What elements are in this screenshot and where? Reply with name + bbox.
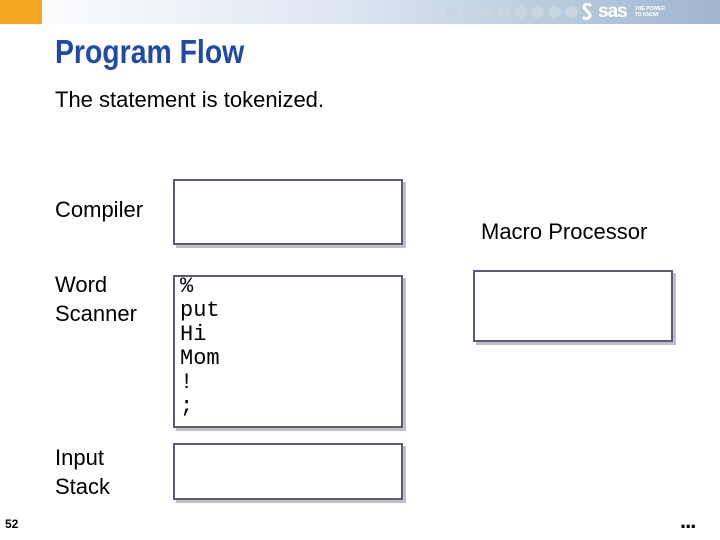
token: Mom bbox=[180, 346, 220, 371]
header-dots-decoration bbox=[446, 6, 578, 18]
continuation-ellipsis: ... bbox=[680, 508, 696, 533]
macro-processor-label: Macro Processor bbox=[481, 219, 648, 244]
header-dot bbox=[565, 6, 578, 18]
sas-wordmark: sas bbox=[598, 1, 628, 22]
slide-subtitle: The statement is tokenized. bbox=[55, 87, 325, 112]
token: % bbox=[180, 274, 194, 299]
word-scanner-box bbox=[173, 275, 403, 428]
header-dot bbox=[463, 6, 476, 18]
compiler-box bbox=[173, 179, 403, 245]
compiler-label: Compiler bbox=[55, 197, 144, 222]
header-dot bbox=[548, 6, 561, 18]
page-number: 52 bbox=[5, 517, 19, 531]
input-stack-label: Input Stack bbox=[55, 445, 111, 499]
header-dot bbox=[531, 6, 544, 18]
slide-title: Program Flow bbox=[55, 33, 245, 70]
word-scanner-tokens: % put Hi Mom ! ; bbox=[180, 275, 220, 419]
header-dot bbox=[446, 6, 459, 18]
header-bar: sas THE POWER TO KNOW bbox=[0, 0, 720, 24]
input-stack-box bbox=[173, 443, 403, 500]
header-accent-block bbox=[0, 0, 42, 24]
token: put bbox=[180, 298, 220, 323]
sas-logo: sas THE POWER TO KNOW bbox=[580, 1, 667, 22]
header-dot bbox=[480, 6, 493, 18]
token: ! bbox=[180, 370, 194, 395]
macro-processor-box bbox=[473, 270, 673, 342]
sas-tagline: THE POWER TO KNOW bbox=[634, 6, 665, 18]
token: ; bbox=[180, 394, 194, 419]
header-dot bbox=[497, 6, 510, 18]
word-scanner-label: Word Scanner bbox=[55, 272, 137, 326]
token: Hi bbox=[180, 322, 207, 347]
header-dot bbox=[514, 6, 527, 18]
sas-s-mark-icon bbox=[582, 3, 592, 20]
